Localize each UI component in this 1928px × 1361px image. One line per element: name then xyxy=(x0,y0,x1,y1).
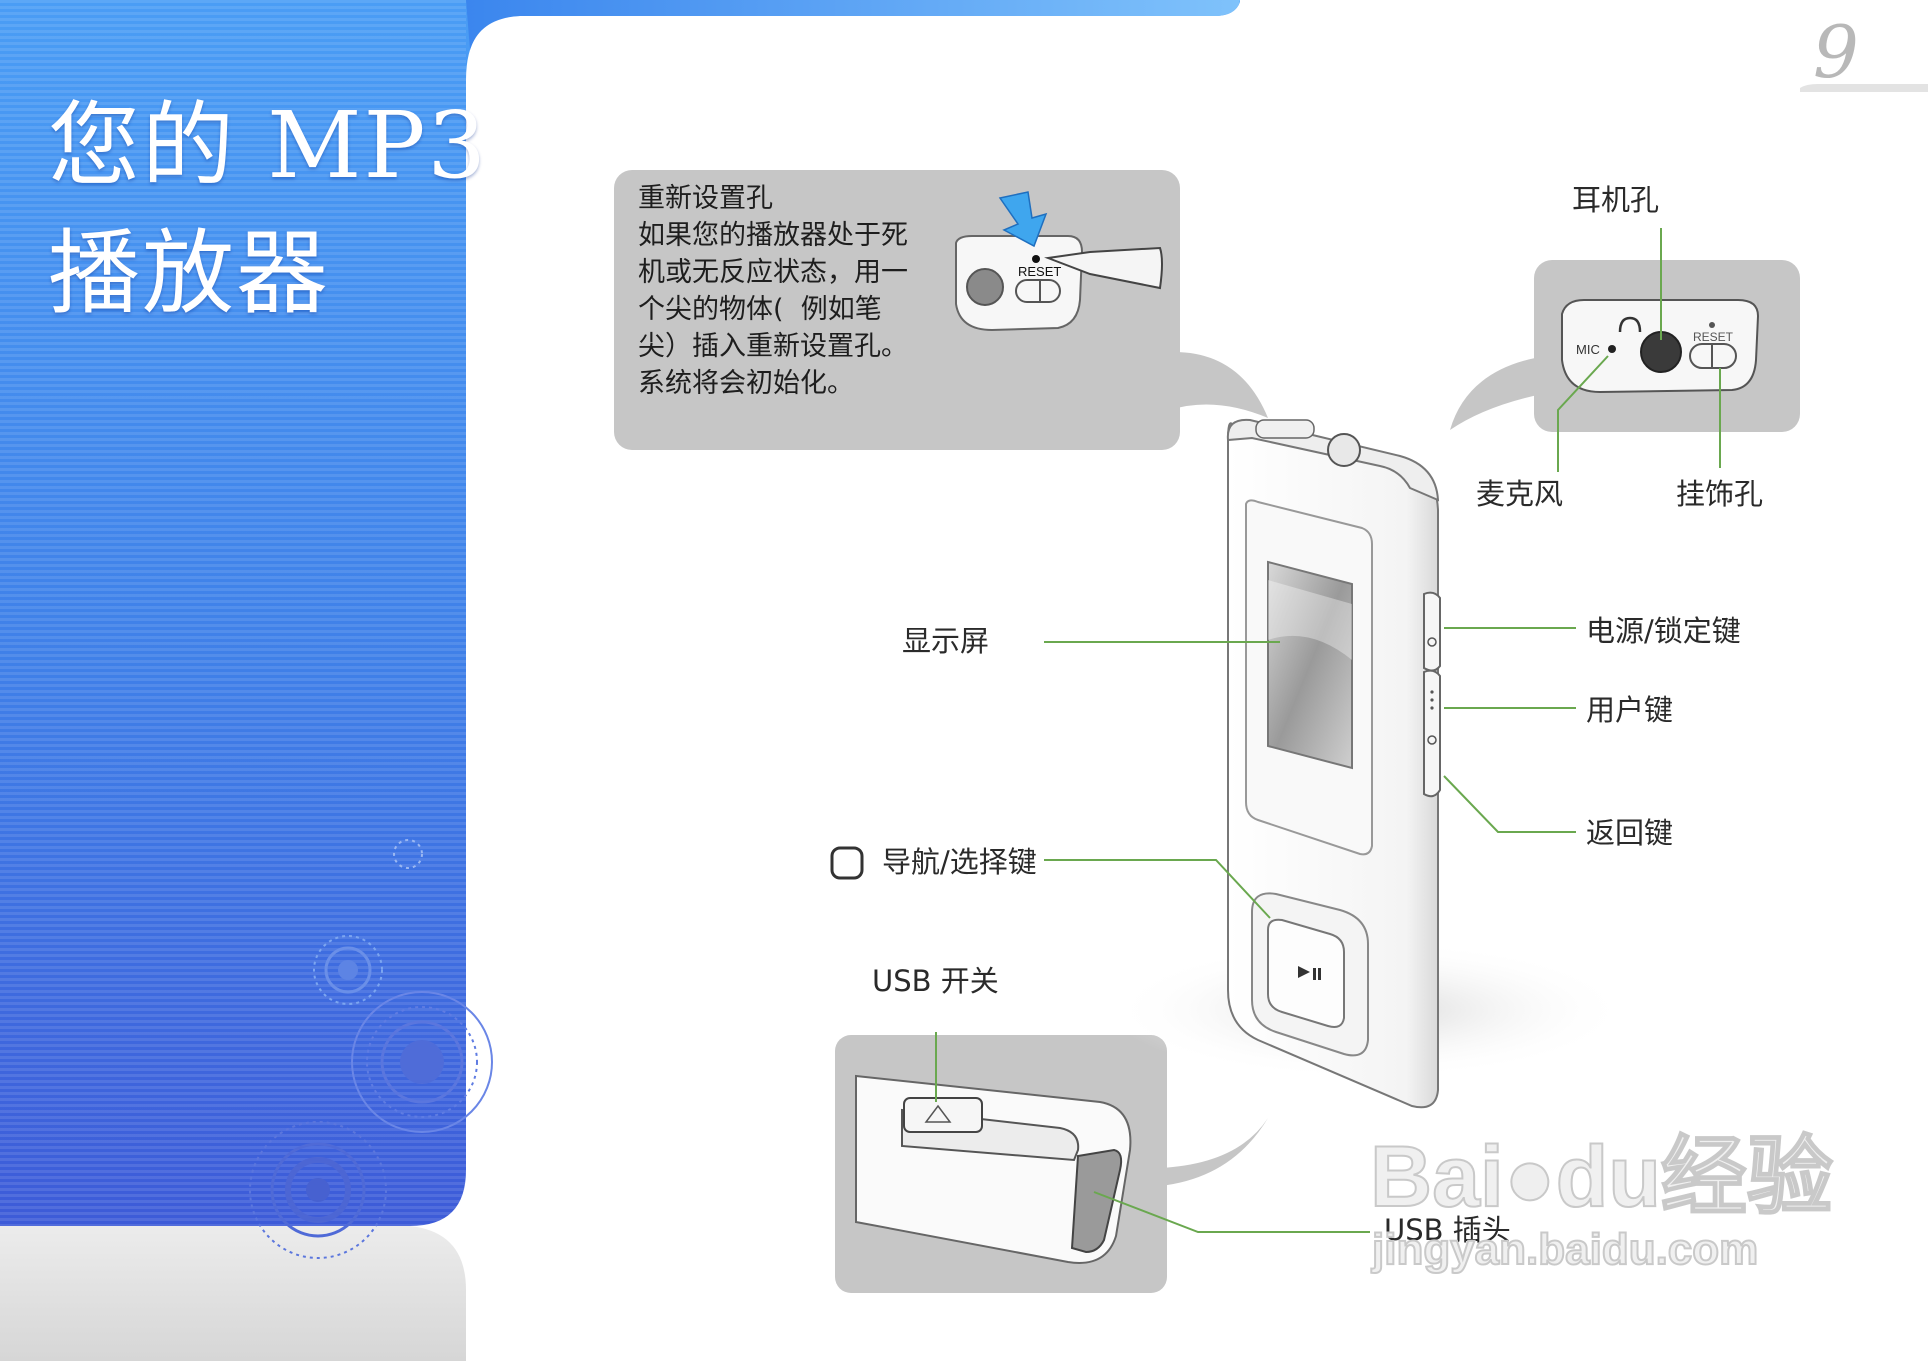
reset-line: 系统将会初始化。 xyxy=(638,368,854,399)
watermark-url: jingyan.baidu.com xyxy=(1371,1225,1759,1274)
reset-hole-label: RESET xyxy=(1018,264,1062,279)
label-usb-switch: USB 开关 xyxy=(872,964,999,998)
power-icon xyxy=(1427,637,1437,647)
jack-detail-box xyxy=(1450,260,1800,432)
page-number: 9 xyxy=(1813,10,1859,94)
page-subtitle: 播放器 xyxy=(48,220,331,327)
leader-lines xyxy=(935,228,1721,1233)
nav-pad-icon xyxy=(830,846,864,880)
label-strap-hole: 挂饰孔 xyxy=(1676,477,1764,511)
decor-circles-icon xyxy=(249,839,493,1259)
mic-tiny-label: MIC xyxy=(1576,342,1600,357)
label-display: 显示屏 xyxy=(902,624,990,658)
watermark-brand: Bai●du经验 xyxy=(1369,1129,1834,1225)
reset-callout-text: 重新设置孔 如果您的播放器处于死 机或无反应状态，用一 个尖的物体( 例如笔 尖… xyxy=(638,180,908,402)
reset-line: 如果您的播放器处于死 xyxy=(638,220,908,251)
headphone-icon xyxy=(1618,316,1642,333)
label-microphone: 麦克风 xyxy=(1476,477,1564,511)
reset-callout-box xyxy=(614,170,1268,450)
label-power-lock: 电源/锁定键 xyxy=(1586,614,1741,648)
label-earphone-jack: 耳机孔 xyxy=(1572,183,1660,217)
label-nav-select: 导航/选择键 xyxy=(882,845,1037,879)
footer-block xyxy=(0,1226,466,1361)
reset-heading: 重新设置孔 xyxy=(638,183,773,214)
page-number-rule xyxy=(1800,84,1928,92)
top-bar xyxy=(466,0,1240,50)
reset-line: 个尖的物体( 例如笔 xyxy=(638,294,882,325)
page-title: 您的 MP3 xyxy=(48,92,488,199)
label-user-key: 用户键 xyxy=(1586,693,1674,727)
label-back-key: 返回键 xyxy=(1586,816,1674,850)
watermark-paw-icon: ● xyxy=(1503,1129,1557,1225)
mp3-player-illustration xyxy=(1110,418,1630,1109)
usb-detail-box xyxy=(835,1035,1268,1293)
label-usb-plug: USB 插头 xyxy=(1384,1213,1511,1247)
reset-line: 尖）插入重新设置孔。 xyxy=(638,331,908,362)
reset-line: 机或无反应状态，用一 xyxy=(638,257,908,288)
reset-tiny-label: RESET xyxy=(1693,330,1734,344)
